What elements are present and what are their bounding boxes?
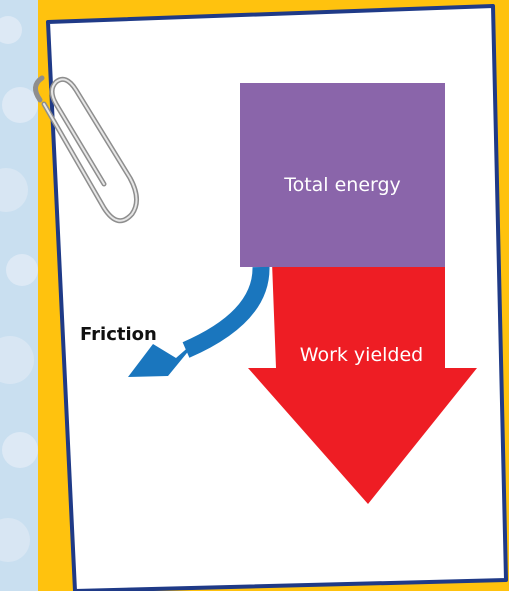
friction-arrow (128, 266, 270, 377)
paperclip-icon (33, 75, 139, 224)
total-energy-label: Total energy (284, 174, 401, 196)
side-pattern (0, 0, 38, 591)
work-yielded-label: Work yielded (299, 344, 424, 366)
friction-label: Friction (80, 324, 157, 345)
work-yielded-arrow (248, 262, 477, 504)
total-energy-box (240, 83, 445, 267)
